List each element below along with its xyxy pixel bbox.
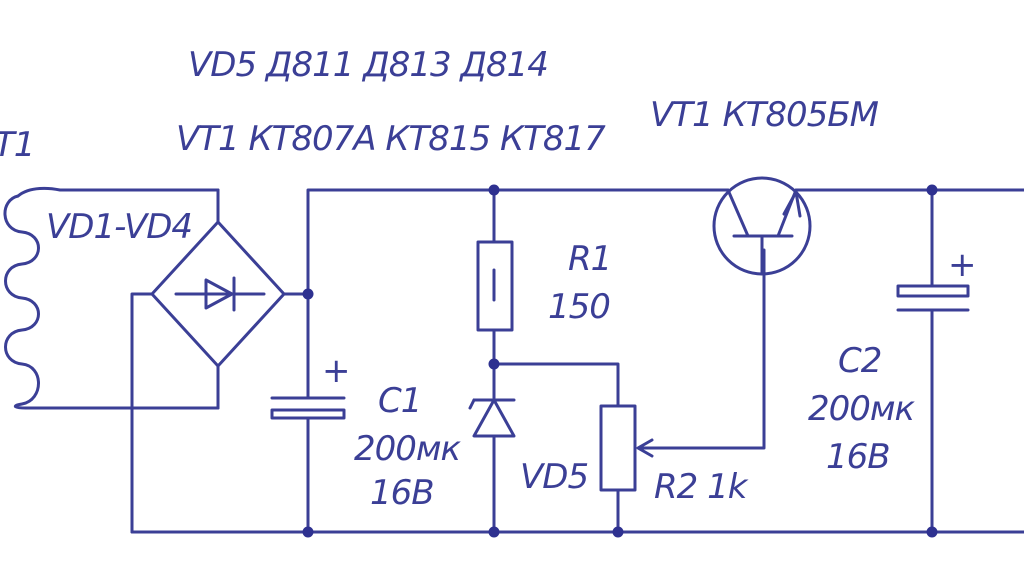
label-c2-name: C2 [838,341,881,381]
label-c1-name: C1 [378,381,421,421]
label-c2-plus: + [948,245,976,285]
label-transformer: Т1 [0,125,34,165]
label-vt1-main: VT1 КТ805БМ [650,95,879,135]
rails [130,188,1024,534]
potentiometer-r2 [492,248,766,534]
zener-diode-vd5 [468,398,516,534]
capacitor-c1 [270,292,346,534]
diode-bridge [130,188,310,534]
label-r1-value: 150 [548,287,610,327]
junction-dots [302,184,938,538]
label-vt1-variants: VT1 КТ807А КТ815 КТ817 [176,119,606,159]
label-c2-voltage: 16В [826,437,890,477]
label-c1-capacitance: 200мк [354,429,462,469]
transistor-vt1 [712,176,812,276]
capacitor-c2 [896,188,970,534]
label-vd5-variants: VD5 Д811 Д813 Д814 [188,45,548,85]
label-vd5: VD5 [520,457,588,497]
resistor-r1 [476,188,514,400]
transformer-winding [3,186,220,410]
label-r2: R2 1k [654,467,749,507]
label-c1-plus: + [322,351,350,391]
label-c2-capacitance: 200мк [808,389,916,429]
label-r1-name: R1 [568,239,611,279]
label-c1-voltage: 16В [370,473,434,513]
label-bridge: VD1-VD4 [46,207,192,247]
